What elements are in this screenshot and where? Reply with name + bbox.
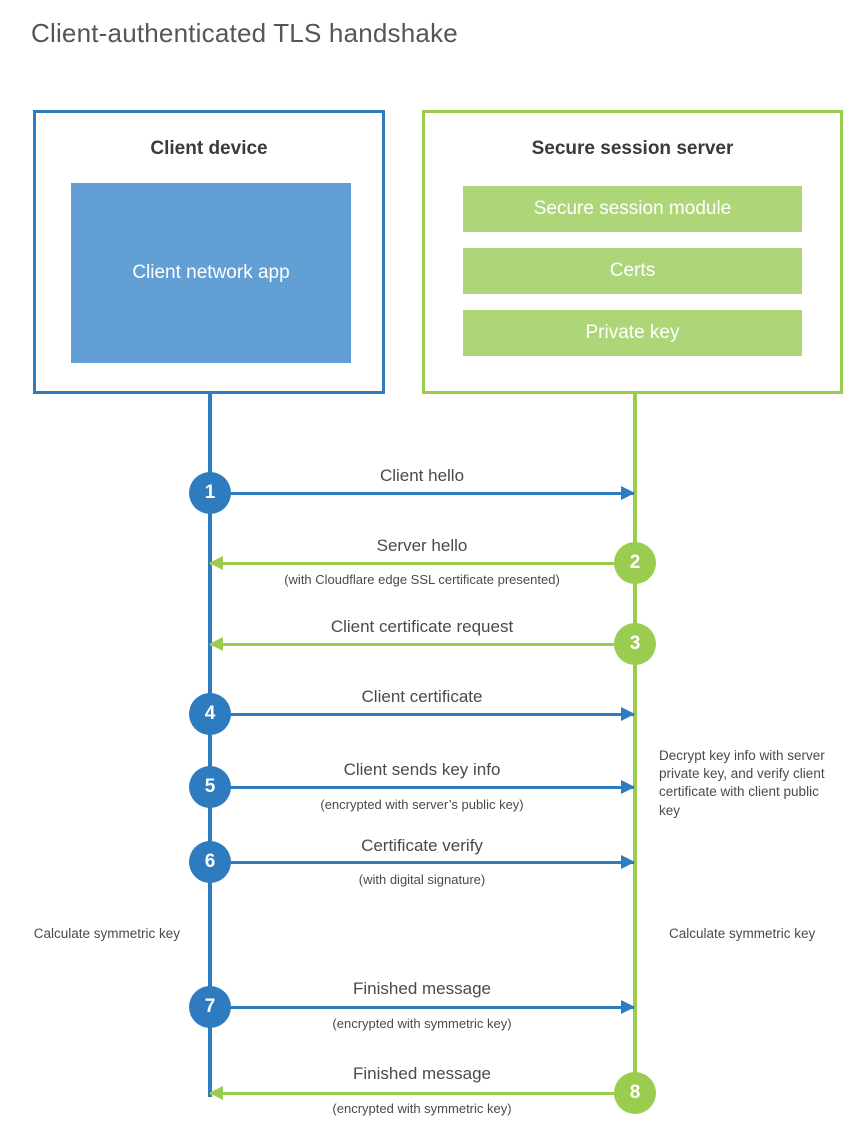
server-lifeline [633, 394, 637, 1093]
message-sublabel-8: (encrypted with symmetric key) [332, 1101, 512, 1116]
step-badge-4: 4 [189, 693, 231, 735]
arrowhead-left-icon [209, 637, 223, 651]
message-arrow-6 [210, 855, 635, 869]
arrowhead-left-icon [209, 1086, 223, 1100]
message-arrow-5 [210, 780, 635, 794]
client-network-app-block: Client network app [71, 183, 351, 363]
step-badge-7: 7 [189, 986, 231, 1028]
message-label-5: Client sends key info [343, 760, 501, 779]
arrowhead-right-icon [621, 780, 635, 794]
step-badge-2: 2 [614, 542, 656, 584]
server-block-secure-session-module: Secure session module [463, 186, 802, 232]
note-server-decrypt: Decrypt key info with server private key… [659, 748, 825, 818]
message-label-2: Server hello [376, 536, 468, 555]
step-badge-6: 6 [189, 841, 231, 883]
server-block-certs: Certs [463, 248, 802, 294]
message-arrow-4 [210, 707, 635, 721]
arrowhead-left-icon [209, 556, 223, 570]
step-badge-1: 1 [189, 472, 231, 514]
message-label-7: Finished message [353, 979, 491, 998]
message-sublabel-2: (with Cloudflare edge SSL certificate pr… [284, 572, 560, 587]
step-badge-5: 5 [189, 766, 231, 808]
step-badge-3: 3 [614, 623, 656, 665]
message-arrow-7 [210, 1000, 635, 1014]
page-title: Client-authenticated TLS handshake [31, 18, 458, 48]
message-sublabel-5: (encrypted with server’s public key) [320, 797, 524, 812]
actor-box-client-device: Client device Client network app [33, 110, 385, 394]
message-label-4: Client certificate [361, 687, 483, 706]
message-label-8: Finished message [353, 1064, 491, 1083]
server-block-private-key: Private key [463, 310, 802, 356]
step-badge-8: 8 [614, 1072, 656, 1114]
message-label-1: Client hello [379, 466, 465, 485]
message-arrow-1 [210, 486, 635, 500]
message-arrow-3 [209, 637, 634, 651]
message-label-3: Client certificate request [330, 617, 514, 636]
actor-box-secure-session-server: Secure session server Secure session mod… [422, 110, 843, 394]
note-client-calculate-symmetric-key: Calculate symmetric key [33, 926, 180, 941]
client-device-title: Client device [150, 138, 268, 159]
message-sublabel-7: (encrypted with symmetric key) [332, 1016, 512, 1031]
note-server-calculate-symmetric-key: Calculate symmetric key [669, 926, 816, 941]
message-arrow-2 [209, 556, 634, 570]
arrowhead-right-icon [621, 707, 635, 721]
client-lifeline [208, 394, 212, 1097]
arrowhead-right-icon [621, 1000, 635, 1014]
message-sublabel-6: (with digital signature) [358, 872, 486, 887]
message-arrow-8 [209, 1086, 634, 1100]
arrowhead-right-icon [621, 855, 635, 869]
arrowhead-right-icon [621, 486, 635, 500]
message-label-6: Certificate verify [361, 836, 483, 855]
secure-session-server-title: Secure session server [531, 138, 734, 159]
